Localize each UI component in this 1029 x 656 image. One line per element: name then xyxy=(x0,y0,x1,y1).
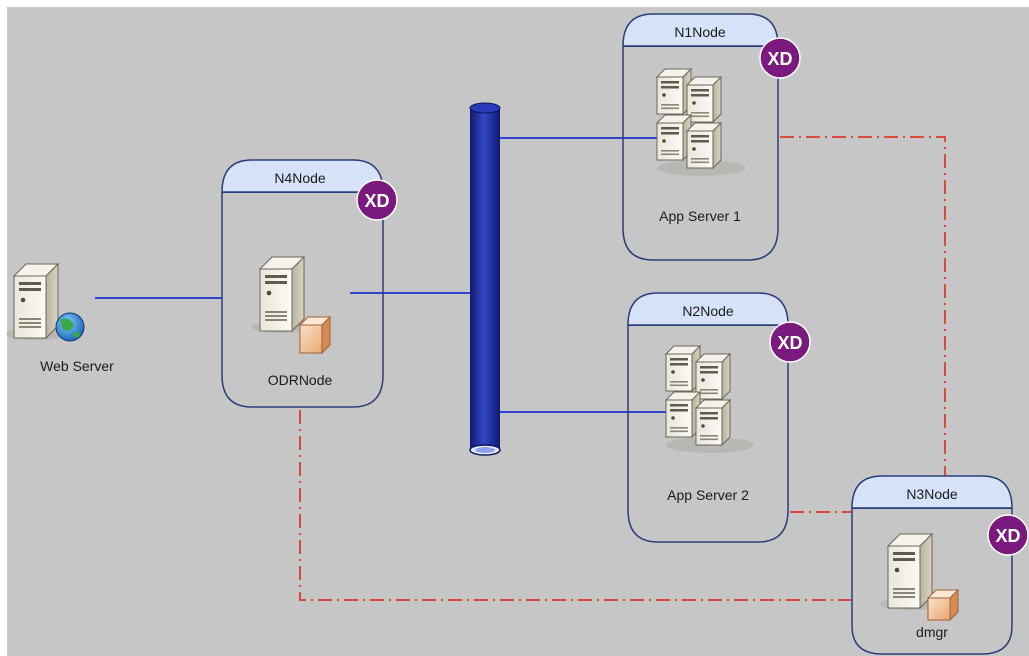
web-server: Web Server xyxy=(5,263,114,374)
node-n2-label: App Server 2 xyxy=(667,487,749,503)
odr-server-icon xyxy=(251,256,332,355)
node-n2-xd-badge xyxy=(769,321,811,363)
mgmt-link-n1-n3 xyxy=(780,136,946,478)
node-n2-frame xyxy=(627,325,789,543)
node-n4: N4Node ODRNode XD xyxy=(221,159,398,408)
mgmt-link-n4-n3 xyxy=(299,410,852,601)
dmgr-server-icon xyxy=(879,533,960,622)
web-server-icon xyxy=(5,263,85,342)
node-n4-frame xyxy=(221,192,384,408)
node-n1-frame xyxy=(622,46,779,261)
node-n4-label: ODRNode xyxy=(268,372,333,388)
node-n1-title: N1Node xyxy=(674,24,726,40)
node-n3: N3Node dmgr XD xyxy=(851,475,1029,655)
node-n2: N2Node App Server 2 XD xyxy=(627,292,811,543)
node-n4-title: N4Node xyxy=(274,170,326,186)
node-n4-xd-badge xyxy=(356,179,398,221)
node-n3-frame xyxy=(851,508,1013,655)
node-n2-server-cluster-icon xyxy=(666,346,754,453)
node-n1-label: App Server 1 xyxy=(659,208,741,224)
node-n3-xd-badge xyxy=(987,514,1029,556)
network-links xyxy=(95,137,668,413)
node-n1-server-cluster-icon xyxy=(657,69,745,176)
management-links xyxy=(299,136,946,601)
diagram-background xyxy=(7,7,1029,656)
node-n1-xd-badge xyxy=(759,37,801,79)
node-n3-title: N3Node xyxy=(906,486,958,502)
node-n3-badge-text: XD xyxy=(995,526,1020,546)
web-server-label: Web Server xyxy=(40,358,114,374)
node-n4-badge-text: XD xyxy=(364,191,389,211)
node-n2-badge-text: XD xyxy=(777,333,802,353)
node-n1: N1Node App Server 1 XD xyxy=(622,13,801,261)
node-n2-title: N2Node xyxy=(682,303,734,319)
node-n1-badge-text: XD xyxy=(767,49,792,69)
network-bus-pipe xyxy=(469,102,501,456)
node-n3-label: dmgr xyxy=(916,624,948,640)
